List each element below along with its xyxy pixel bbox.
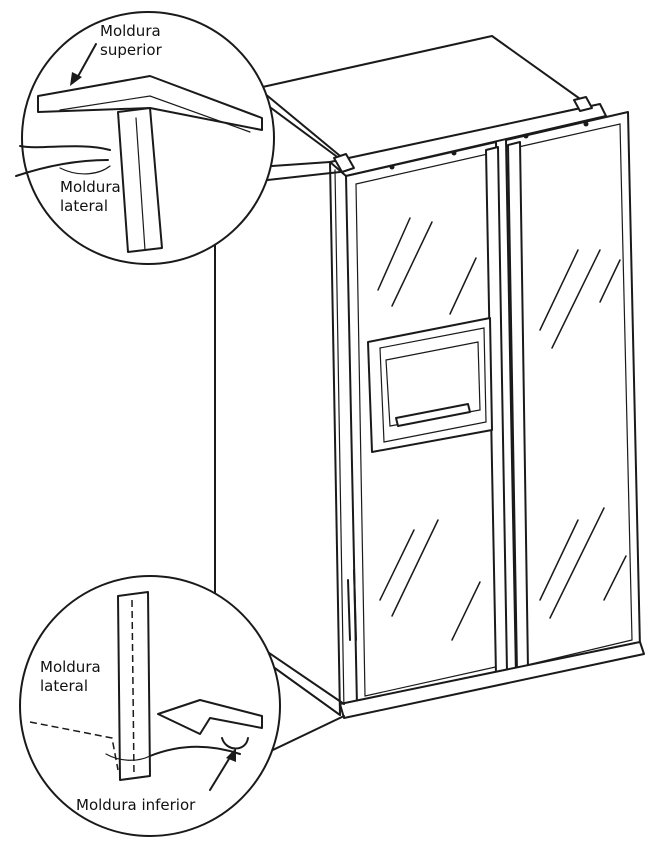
right-top-hinge: [573, 96, 593, 112]
top-trim-label: Moldura superior: [100, 22, 165, 59]
top-detail-callout: [15, 11, 341, 265]
glass-reflections: [377, 217, 627, 641]
bottom-trim-label: Moldura inferior: [76, 796, 196, 814]
bottom-trim-strip: [339, 641, 645, 719]
side-trim-top-label: Moldura lateral: [60, 178, 125, 215]
left-top-hinge: [333, 153, 355, 173]
refrigerator-doors: [329, 96, 645, 719]
refrigerator-cabinet: [214, 35, 591, 716]
bottom-detail-callout: [19, 575, 345, 837]
dispenser-drip-tray: [395, 403, 471, 427]
side-trim-bottom-label: Moldura lateral: [40, 658, 105, 695]
